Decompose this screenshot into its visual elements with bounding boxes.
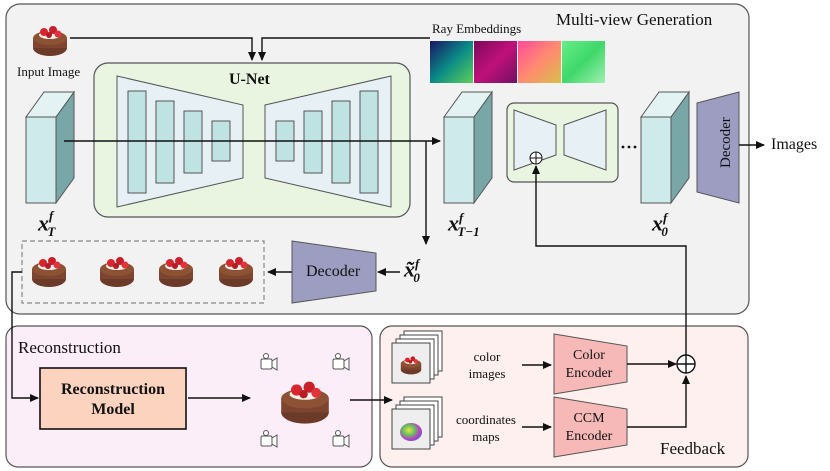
- images-output-label: Images: [771, 136, 818, 153]
- multiview-panel-title: Multi-view Generation: [556, 10, 713, 29]
- color-encoder-shape: [553, 333, 628, 395]
- latent-xT-tensor: [25, 90, 75, 205]
- coordinates-maps-label: coordinates maps: [456, 412, 516, 444]
- unet-block: [303, 110, 323, 174]
- previews-to-recon-arrow: [11, 271, 39, 402]
- input-image-label: Input Image: [17, 64, 81, 79]
- feedback-panel: [379, 325, 749, 468]
- unet-label: U-Net: [229, 71, 270, 88]
- latent-xT1-label: xfT−1: [448, 210, 480, 239]
- color-images-stack: [391, 330, 443, 384]
- feedback-panel-title: Feedback: [660, 439, 726, 458]
- preview-decoder-shape: [291, 240, 377, 304]
- color-images-label: color images: [468, 349, 506, 381]
- injection-unet-shape: [513, 109, 557, 171]
- ray-to-unet-arrow: [258, 37, 430, 61]
- unet-block: [155, 100, 175, 184]
- reconstruction-panel-title: Reconstruction: [18, 338, 121, 357]
- ray-embedding-tile: [430, 41, 473, 83]
- coordinates-maps-stack: [391, 396, 443, 450]
- ray-embedding-tile: [474, 41, 517, 83]
- latent-xT1-tensor: [443, 90, 493, 205]
- latent-x0-tilde-label: x̃f0: [404, 256, 420, 285]
- injection-unet-shape: [563, 109, 607, 171]
- preview-decoder-label: Decoder: [306, 263, 361, 280]
- input-to-unet-arrow: [70, 37, 256, 61]
- unet-block: [359, 90, 379, 194]
- ellipsis-dot: [621, 145, 625, 149]
- ccm-encoder-label: CCM Encoder: [565, 411, 613, 444]
- latent-xT-label: xfT: [38, 208, 56, 239]
- reconstruction-model-label: Reconstruction Model: [61, 381, 165, 418]
- main-decoder-label: Decoder: [718, 117, 734, 168]
- ray-embeddings-label: Ray Embeddings: [432, 21, 522, 36]
- feedback-to-injection-arrow: [532, 165, 687, 355]
- reconstruction-panel: [5, 325, 373, 468]
- main-decoder-shape: [696, 91, 740, 204]
- ccm-encoder-shape: [553, 396, 628, 458]
- unet-block: [331, 100, 351, 184]
- ellipsis-dot: [633, 145, 637, 149]
- latent-x0-tensor: [640, 90, 690, 205]
- latent-x0-label: xf0: [652, 210, 668, 239]
- ccm-encoder-to-sum-arrow: [627, 375, 690, 428]
- ray-embedding-tile: [562, 41, 605, 83]
- reconstruction-model-box: [39, 367, 187, 430]
- unet-block: [127, 90, 147, 194]
- unet-block: [183, 110, 203, 174]
- ray-embedding-tile: [518, 41, 561, 83]
- ellipsis-dot: [627, 145, 631, 149]
- color-encoder-label: Color Encoder: [565, 348, 613, 381]
